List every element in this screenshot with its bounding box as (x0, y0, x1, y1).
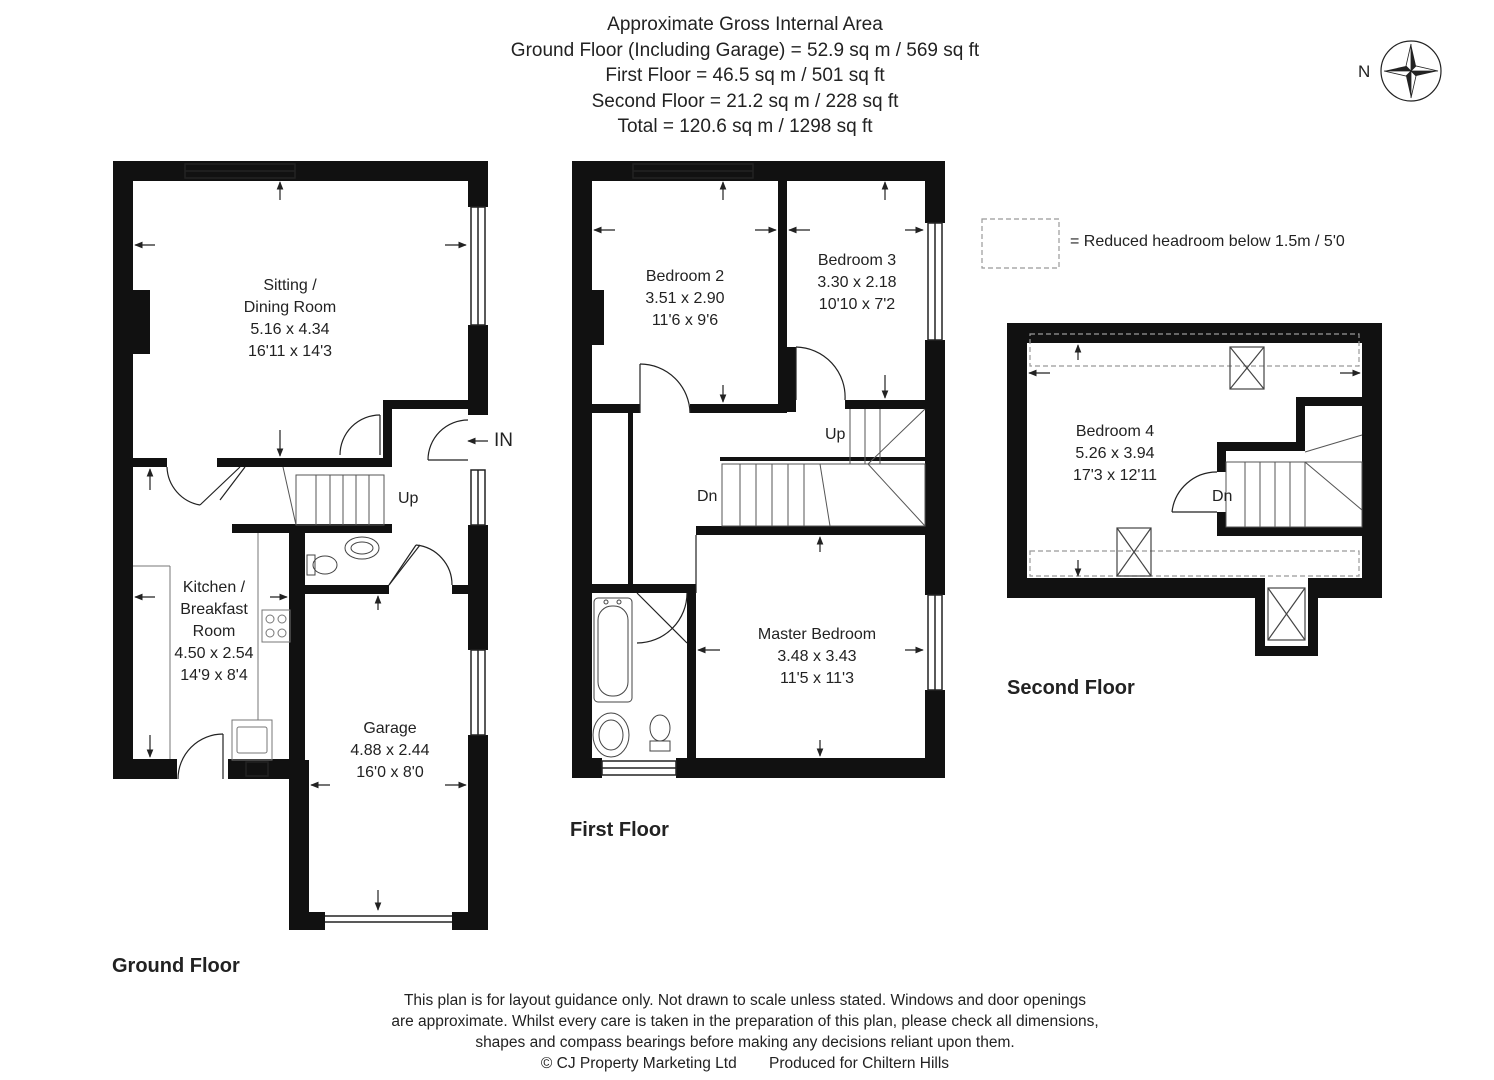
stairs-up-label: Up (825, 426, 846, 443)
room-label-bedroom-3: Bedroom 3 3.30 x 2.18 10'10 x 7'2 (797, 250, 917, 316)
disclaimer: This plan is for layout guidance only. N… (0, 990, 1490, 1074)
ground-floor-area: Ground Floor (Including Garage) = 52.9 s… (510, 39, 980, 61)
first-floor-area: First Floor = 46.5 sq m / 501 sq ft (605, 65, 885, 86)
credits: © CJ Property Marketing Ltd Produced for… (527, 1053, 963, 1074)
room-name: Kitchen / (182, 579, 246, 596)
room-size-metric: 5.16 x 4.34 (250, 321, 330, 338)
ground-floor-title: Ground Floor (112, 955, 240, 977)
room-size-imperial: 17'3 x 12'11 (1072, 467, 1158, 484)
entrance-label: IN (494, 430, 513, 451)
room-name: Dining Room (243, 299, 337, 316)
room-label-garage: Garage 4.88 x 2.44 16'0 x 8'0 (330, 718, 450, 784)
second-floor-plan (1007, 323, 1382, 656)
compass-north-label: N (1358, 62, 1371, 81)
room-name: Master Bedroom (757, 626, 877, 643)
room-label-bedroom-4: Bedroom 4 5.26 x 3.94 17'3 x 12'11 (1055, 421, 1175, 487)
headroom-legend-text: = Reduced headroom below 1.5m / 5'0 (1070, 233, 1345, 250)
room-size-imperial: 11'6 x 9'6 (651, 312, 719, 329)
room-size-metric: 3.48 x 3.43 (777, 648, 857, 665)
stairs-up-label: Up (398, 490, 419, 507)
disclaimer-line: This plan is for layout guidance only. N… (403, 992, 1087, 1009)
room-label-master-bedroom: Master Bedroom 3.48 x 3.43 11'5 x 11'3 (737, 624, 897, 690)
disclaimer-line: are approximate. Whilst every care is ta… (391, 1013, 1099, 1030)
room-name: Room (192, 623, 236, 640)
room-size-imperial: 11'5 x 11'3 (779, 670, 854, 687)
ground-floor-plan (113, 161, 488, 930)
room-size-metric: 3.51 x 2.90 (645, 290, 725, 307)
room-size-imperial: 14'9 x 8'4 (180, 667, 248, 684)
compass-rose-icon (1380, 40, 1442, 102)
room-size-metric: 4.88 x 2.44 (350, 742, 430, 759)
total-area: Total = 120.6 sq m / 1298 sq ft (617, 116, 873, 137)
area-title: Approximate Gross Internal Area (607, 14, 883, 35)
copyright-text: © CJ Property Marketing Ltd (540, 1055, 737, 1072)
room-name: Sitting / (263, 277, 317, 294)
room-label-sitting-dining: Sitting / Dining Room 5.16 x 4.34 16'11 … (220, 275, 360, 363)
second-floor-area: Second Floor = 21.2 sq m / 228 sq ft (591, 90, 899, 112)
room-label-kitchen: Kitchen / Breakfast Room 4.50 x 2.54 14'… (150, 577, 278, 687)
room-size-metric: 5.26 x 3.94 (1075, 445, 1155, 462)
stairs-down-label: Dn (1212, 488, 1233, 505)
stairs-down-label: Dn (697, 488, 718, 505)
room-size-imperial: 16'0 x 8'0 (356, 764, 424, 781)
room-name: Bedroom 4 (1075, 423, 1155, 440)
area-summary: Approximate Gross Internal Area Ground F… (0, 12, 1490, 140)
room-size-metric: 4.50 x 2.54 (174, 645, 254, 662)
room-label-bedroom-2: Bedroom 2 3.51 x 2.90 11'6 x 9'6 (620, 266, 750, 332)
disclaimer-line: shapes and compass bearings before makin… (475, 1034, 1015, 1051)
first-floor-title: First Floor (570, 819, 669, 841)
room-size-metric: 3.30 x 2.18 (817, 274, 897, 291)
room-name: Bedroom 2 (645, 268, 725, 285)
produced-for-text: Produced for Chiltern Hills (769, 1055, 950, 1072)
first-floor-plan (572, 161, 945, 778)
second-floor-title: Second Floor (1007, 677, 1135, 699)
headroom-legend-swatch (981, 218, 1060, 269)
room-name: Breakfast (180, 601, 248, 618)
room-name: Garage (363, 720, 417, 737)
room-name: Bedroom 3 (817, 252, 897, 269)
room-size-imperial: 10'10 x 7'2 (818, 296, 896, 313)
room-size-imperial: 16'11 x 14'3 (247, 343, 333, 360)
